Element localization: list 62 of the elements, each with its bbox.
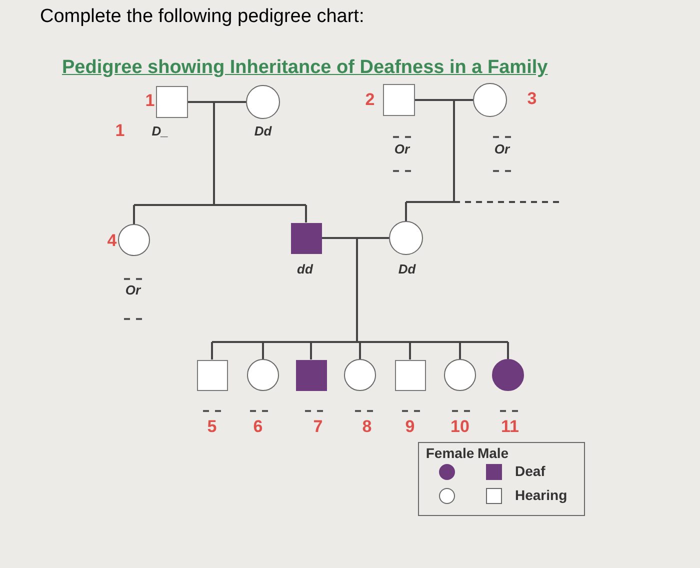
female-symbol <box>473 83 507 117</box>
legend-text: Deaf <box>515 463 546 479</box>
pedigree-line <box>507 342 509 359</box>
pedigree-line <box>459 342 461 359</box>
genotype-text: Dd <box>398 262 416 276</box>
individual-number: 5 <box>207 417 217 437</box>
individual-number: 4 <box>107 231 117 251</box>
pedigree-line <box>415 99 454 101</box>
female-symbol <box>246 85 280 119</box>
pedigree-line <box>409 342 411 360</box>
individual-number: 8 <box>362 417 372 437</box>
female-symbol <box>492 359 524 391</box>
pedigree-line <box>214 101 246 103</box>
pedigree-line <box>212 341 508 343</box>
individual-number: 7 <box>313 417 323 437</box>
female-symbol <box>118 224 150 256</box>
legend-heading: Male <box>477 445 509 461</box>
female-symbol <box>247 359 279 391</box>
male-symbol <box>290 222 322 254</box>
male-symbol <box>394 360 426 390</box>
individual-number: 3 <box>527 89 537 109</box>
genotype-text: dd <box>297 262 313 276</box>
individual-number: 10 <box>450 417 470 437</box>
genotype-text: D_ <box>152 124 168 138</box>
genotype-text: Or <box>125 282 141 298</box>
pedigree-line <box>188 101 214 103</box>
individual-number: 6 <box>253 417 263 437</box>
male-symbol <box>156 86 188 118</box>
chart-title: Pedigree showing Inheritance of Deafness in a Family <box>62 57 548 79</box>
individual-number: 2 <box>365 90 375 110</box>
pedigree-line <box>357 237 389 239</box>
pedigree-line <box>322 237 357 239</box>
individual-number: 11 <box>501 417 519 437</box>
female-symbol <box>389 221 423 255</box>
genotype-text: Or <box>394 142 410 156</box>
individual-number: 9 <box>405 417 415 437</box>
pedigree-line <box>262 342 264 359</box>
instruction-text: Complete the following pedigree chart: <box>40 6 364 28</box>
female-symbol <box>344 359 376 391</box>
pedigree-line <box>454 99 473 101</box>
genotype-text: Or <box>494 142 510 156</box>
pedigree-line <box>310 342 312 360</box>
individual-number: 1 <box>145 91 155 111</box>
genotype-text: Dd <box>254 124 272 138</box>
female-symbol <box>444 359 476 391</box>
pedigree-line <box>213 102 215 205</box>
pedigree-line <box>454 201 560 203</box>
generation-number: 1 <box>115 121 125 141</box>
pedigree-line <box>133 205 135 224</box>
legend-text: Hearing <box>515 487 568 503</box>
male-symbol <box>383 84 415 116</box>
legend-heading: Female <box>426 445 474 461</box>
male-symbol <box>296 360 326 390</box>
pedigree-line <box>406 201 454 203</box>
pedigree-line <box>211 342 213 360</box>
pedigree-line <box>134 204 306 206</box>
male-symbol <box>196 360 228 390</box>
pedigree-line <box>305 205 307 222</box>
pedigree-line <box>359 342 361 359</box>
pedigree-line <box>453 100 455 202</box>
pedigree-line <box>405 202 407 221</box>
pedigree-line <box>356 238 358 342</box>
